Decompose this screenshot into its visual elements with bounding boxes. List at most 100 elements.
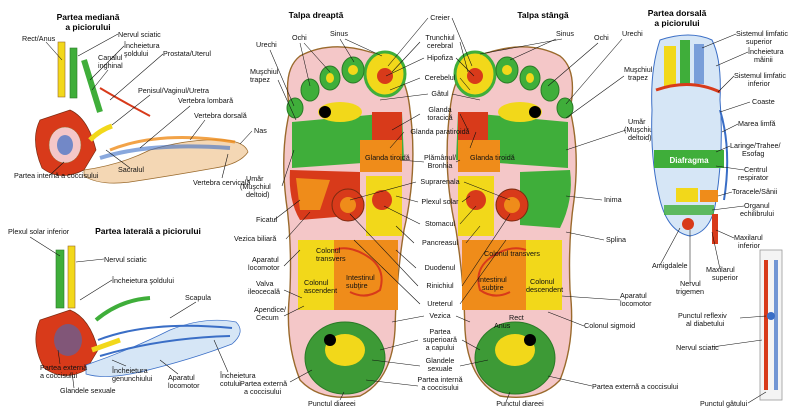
dorsal-red-band: [655, 82, 721, 94]
right-intestine-line: [333, 247, 383, 297]
label-vezica: Vezica: [429, 311, 450, 320]
label-duodenul: Duodenul: [425, 263, 456, 272]
label-incheietura-mainii-1: Încheietura: [747, 47, 784, 56]
medial-red-line: [99, 87, 151, 117]
medial-heel-blue: [57, 135, 73, 155]
left-intestine-line: [477, 247, 527, 297]
left-kidney-inner: [504, 197, 520, 213]
label-prostata: Prostata/Uterul: [163, 49, 211, 58]
intext-colonul-desc-2: descendent: [526, 285, 563, 294]
label-rect: Rect: [509, 313, 524, 322]
left-sole: [446, 46, 577, 398]
left-sole-leader-lines: [479, 38, 627, 387]
label-trigemen-2: trigemen: [676, 287, 704, 296]
label-plamanul-2: Bronhia: [428, 161, 453, 170]
label-incheietura-soldului-l: Încheietura şoldului: [111, 276, 174, 285]
dorsal-red-dot: [682, 218, 694, 230]
label-externa-coccis-l-2: a coccisului: [40, 371, 78, 380]
label-apendice-2: Cecum: [256, 313, 279, 322]
right-liver-detail: [296, 178, 330, 210]
label-externa-coccis-l-sole: Partea externă a coccisului: [592, 382, 679, 391]
right-toe-2-dot: [348, 65, 358, 75]
right-colon-ascending: [298, 240, 334, 310]
center-leader-lines: [349, 17, 511, 403]
label-cerebelul: Cerebelul: [425, 73, 456, 82]
label-penisul: Penisul/Vaginul/Uretra: [138, 86, 209, 95]
dorsal-diaphragm-band: [654, 150, 724, 168]
label-nervul-sciatic-m: Nervul sciatic: [118, 30, 161, 39]
label-incheietura-m-2: şoldului: [124, 49, 149, 58]
right-stomach-dot: [372, 190, 392, 210]
label-gatul: Gâtul: [431, 89, 449, 98]
label-laringe-2: Esofag: [742, 149, 764, 158]
label-trapez-r-2: trapez: [250, 75, 270, 84]
label-sacralul: Sacralul: [118, 165, 144, 174]
label-glandele-2: sexuale: [428, 364, 453, 373]
label-incheietura-genunchi-2: genunchiului: [112, 374, 153, 383]
label-glanda-toracica-1: Glanda: [428, 105, 451, 114]
label-maxilarul-inf-1: Maxilarul: [734, 233, 763, 242]
lateral-rod-green: [55, 249, 65, 309]
right-toe-3-dot: [326, 73, 334, 83]
label-trapez-r-1: Muşchiul: [250, 67, 279, 76]
label-coaste: Coaste: [752, 97, 775, 106]
title-medial-1: Partea mediană: [57, 12, 120, 22]
label-creier: Creier: [430, 13, 450, 22]
label-urechi-r: Urechi: [256, 40, 277, 49]
intext-colonul-r-1: Colonul: [316, 246, 341, 255]
label-punctul-reflexiv-2: al diabetului: [686, 319, 725, 328]
label-glanda-toracica-2: toracică: [427, 113, 452, 122]
label-limfatic-inf-2: inferior: [748, 79, 771, 88]
label-externa-coccis-r-2: a coccisului: [244, 387, 282, 396]
title-dorsal-2: a piciorului: [654, 18, 699, 28]
label-cotului-1: Încheietura: [219, 371, 256, 380]
label-marea-limfa: Marea limfă: [738, 119, 776, 128]
title-left-sole: Talpa stângă: [517, 10, 569, 20]
label-inima: Inima: [604, 195, 622, 204]
label-trunchiul-2: cerebral: [427, 41, 453, 50]
label-centrul-2: respirator: [738, 173, 769, 182]
dorsal-red-rod: [712, 214, 718, 244]
dorsal-yellow-block: [676, 188, 698, 202]
label-partea-sup-3: a capului: [426, 343, 455, 352]
right-thyroid-zone-2: [360, 140, 402, 172]
right-sole: [283, 46, 414, 398]
medial-rod-green: [69, 47, 78, 99]
lateral-foot-body: [85, 319, 241, 377]
label-vertebra-cervicala: Vertebra cervicală: [193, 178, 251, 187]
label-maxilarul-sup-1: Maxilarul: [706, 265, 735, 274]
right-toe-big-center: [377, 68, 393, 84]
lateral-yellow-band: [91, 337, 121, 353]
label-umar-l-1: Umăr: [628, 117, 646, 126]
right-eye-icon: [319, 106, 331, 118]
label-centrul-1: Centrul: [744, 165, 768, 174]
label-umar-r-2: (Muşchiul: [240, 182, 271, 191]
label-ficatul: Ficatul: [256, 215, 278, 224]
label-anus: Anus: [494, 321, 511, 330]
label-punctul-reflexiv-1: Punctul reflexiv: [678, 311, 727, 320]
label-trapez-l-1: Muşchiul: [624, 65, 653, 74]
intext-colonul-r-2: transvers: [316, 254, 346, 263]
label-partea-sup-2: superioară: [423, 335, 457, 344]
label-organul-1: Organul: [744, 201, 770, 210]
intext-intestinul-r-1: Intestinul: [346, 273, 375, 282]
title-medial-2: a piciorului: [65, 22, 110, 32]
label-sinus-l: Sinus: [556, 29, 574, 38]
label-plamanul-1: Plămânul/: [424, 153, 456, 162]
label-limfatic-inf-1: Sistemul limfatic: [734, 71, 786, 80]
lateral-leader-lines: [29, 236, 229, 389]
title-right-sole: Talpa dreaptă: [289, 10, 344, 20]
label-limfatic-sup-2: superior: [746, 37, 773, 46]
right-sole-leader-lines: [269, 38, 383, 401]
label-canalul-2: inghinal: [98, 61, 123, 70]
label-umar-l-3: deltoid): [628, 133, 652, 142]
intext-colonul-l: Colonul transvers: [484, 249, 540, 258]
label-incheietura-mainii-2: mâinii: [754, 55, 773, 64]
label-valva-2: ileocecală: [248, 287, 280, 296]
label-vertebra-dorsala: Vertebra dorsală: [194, 111, 247, 120]
label-aparatul-l-sole-1: Aparatul: [620, 291, 647, 300]
label-interna-coccis-m: Partea internă a coccisului: [14, 171, 99, 180]
label-punctul-gatului: Punctul gâtului: [700, 399, 748, 408]
medial-foot-illustration: [35, 41, 249, 184]
dorsal-leg-blue: [774, 260, 778, 390]
